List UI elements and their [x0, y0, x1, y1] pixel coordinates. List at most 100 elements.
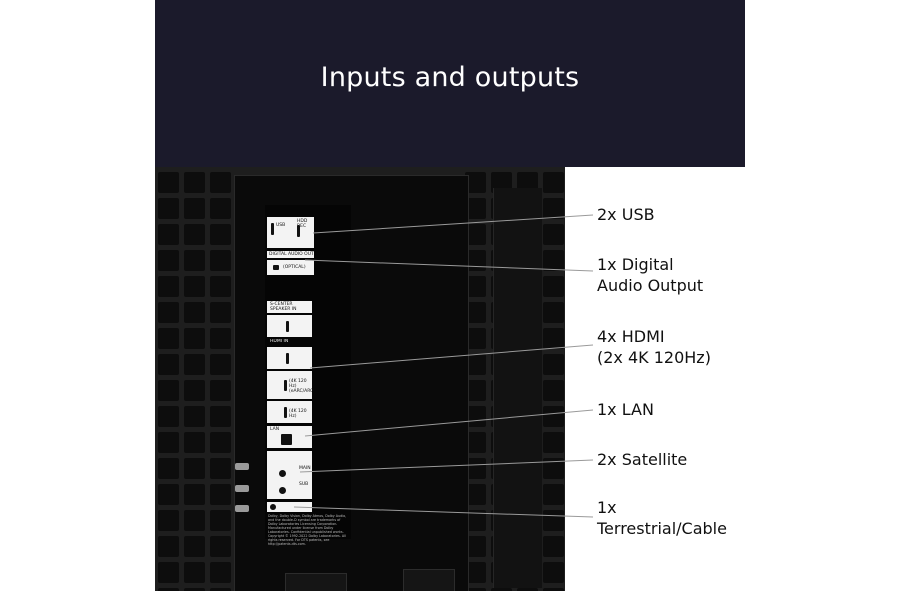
optical-port: (OPTICAL)	[267, 260, 314, 275]
grid-cell	[543, 354, 564, 375]
grid-cell	[184, 406, 205, 427]
grid-cell	[158, 276, 179, 297]
grid-cell	[543, 458, 564, 479]
hdmi-port-3: (4K 120 Hz) (eARC/ARC)	[267, 371, 312, 399]
connector-panel: USB HDD REC DIGITAL AUDIO OUT (OPTICAL) …	[265, 205, 351, 546]
grid-cell	[210, 432, 231, 453]
hdmi-120hz-label: (4K 120 Hz)	[289, 409, 307, 419]
hdmi-label-plate: HDMI IN	[267, 339, 312, 345]
grid-cell	[158, 380, 179, 401]
center-speaker-label-plate: S-CENTER SPEAKER IN	[267, 301, 312, 313]
grid-cell	[158, 588, 179, 591]
grid-cell	[210, 562, 231, 583]
panel-rib	[493, 188, 542, 588]
grid-cell	[543, 406, 564, 427]
grid-cell	[210, 250, 231, 271]
hdmi-port-1	[267, 315, 312, 337]
grid-cell	[465, 328, 486, 349]
grid-cell	[210, 406, 231, 427]
grid-cell	[184, 224, 205, 245]
callout-line: 1x Digital	[597, 255, 674, 274]
grid-cell	[210, 172, 231, 193]
grid-cell	[465, 562, 486, 583]
hdmi-socket	[286, 353, 289, 364]
grid-cell	[158, 172, 179, 193]
callout-usb: 2x USB	[597, 204, 655, 225]
callout-line: 4x HDMI	[597, 327, 665, 346]
stand-mount	[285, 573, 347, 591]
hdmi-port-4: (4K 120 Hz)	[267, 401, 312, 423]
grid-cell	[184, 484, 205, 505]
grid-cell	[210, 380, 231, 401]
grid-cell	[210, 276, 231, 297]
grid-cell	[210, 328, 231, 349]
satellite-main-socket	[279, 470, 286, 477]
grid-cell	[210, 510, 231, 531]
grid-cell	[543, 380, 564, 401]
grid-cell	[158, 458, 179, 479]
grid-cell	[543, 328, 564, 349]
grid-cell	[184, 302, 205, 323]
control-button	[235, 485, 249, 492]
grid-cell	[517, 172, 538, 193]
callout-line: Audio Output	[597, 276, 704, 295]
grid-cell	[543, 562, 564, 583]
grid-cell	[184, 510, 205, 531]
grid-cell	[184, 250, 205, 271]
tv-rear-panel: USB HDD REC DIGITAL AUDIO OUT (OPTICAL) …	[155, 167, 565, 591]
grid-cell	[543, 276, 564, 297]
grid-cell	[543, 588, 564, 591]
hdd-label: HDD REC	[297, 219, 308, 229]
callout-line: (2x 4K 120Hz)	[597, 348, 711, 367]
callout-lan: 1x LAN	[597, 399, 654, 420]
terrestrial-port	[267, 502, 312, 512]
digital-audio-label-plate: DIGITAL AUDIO OUT	[267, 251, 314, 258]
callout-terrestrial: 1x Terrestrial/Cable	[597, 497, 727, 539]
grid-cell	[184, 328, 205, 349]
grid-cell	[465, 380, 486, 401]
hdmi-socket	[284, 380, 287, 391]
main-label: MAIN	[299, 466, 311, 471]
usb-port-1	[271, 223, 274, 235]
grid-cell	[210, 458, 231, 479]
grid-cell	[210, 198, 231, 219]
title-banner: Inputs and outputs	[155, 0, 745, 167]
grid-cell	[517, 588, 538, 591]
callout-hdmi: 4x HDMI (2x 4K 120Hz)	[597, 326, 711, 368]
grid-cell	[465, 276, 486, 297]
grid-cell	[158, 510, 179, 531]
grid-cell	[210, 354, 231, 375]
callout-line: 2x Satellite	[597, 450, 688, 469]
callout-line: 2x USB	[597, 205, 655, 224]
hdmi-port-2	[267, 347, 312, 369]
grid-cell	[158, 328, 179, 349]
sub-label: SUB	[299, 482, 309, 487]
digital-audio-label: DIGITAL AUDIO OUT	[269, 252, 314, 257]
grid-cell	[210, 224, 231, 245]
optical-socket	[273, 265, 279, 270]
callout-line: 1x LAN	[597, 400, 654, 419]
grid-cell	[158, 484, 179, 505]
callout-digital-audio: 1x Digital Audio Output	[597, 254, 703, 296]
grid-cell	[543, 536, 564, 557]
hdmi-label: HDMI IN	[270, 339, 289, 344]
control-button	[235, 463, 249, 470]
callout-line: Terrestrial/Cable	[597, 519, 727, 538]
hdmi-120hz-label: (4K 120 Hz) (eARC/ARC)	[289, 379, 312, 394]
terrestrial-socket	[270, 504, 276, 510]
grid-cell	[491, 588, 512, 591]
grid-cell	[184, 432, 205, 453]
grid-cell	[465, 198, 486, 219]
grid-cell	[210, 484, 231, 505]
grid-cell	[158, 406, 179, 427]
callout-satellite: 2x Satellite	[597, 449, 687, 470]
grid-cell	[184, 588, 205, 591]
grid-cell	[158, 198, 179, 219]
grid-cell	[184, 276, 205, 297]
hdmi-socket	[284, 407, 287, 418]
grid-cell	[543, 432, 564, 453]
grid-cell	[158, 536, 179, 557]
grid-cell	[543, 484, 564, 505]
grid-cell	[465, 302, 486, 323]
grid-cell	[184, 172, 205, 193]
